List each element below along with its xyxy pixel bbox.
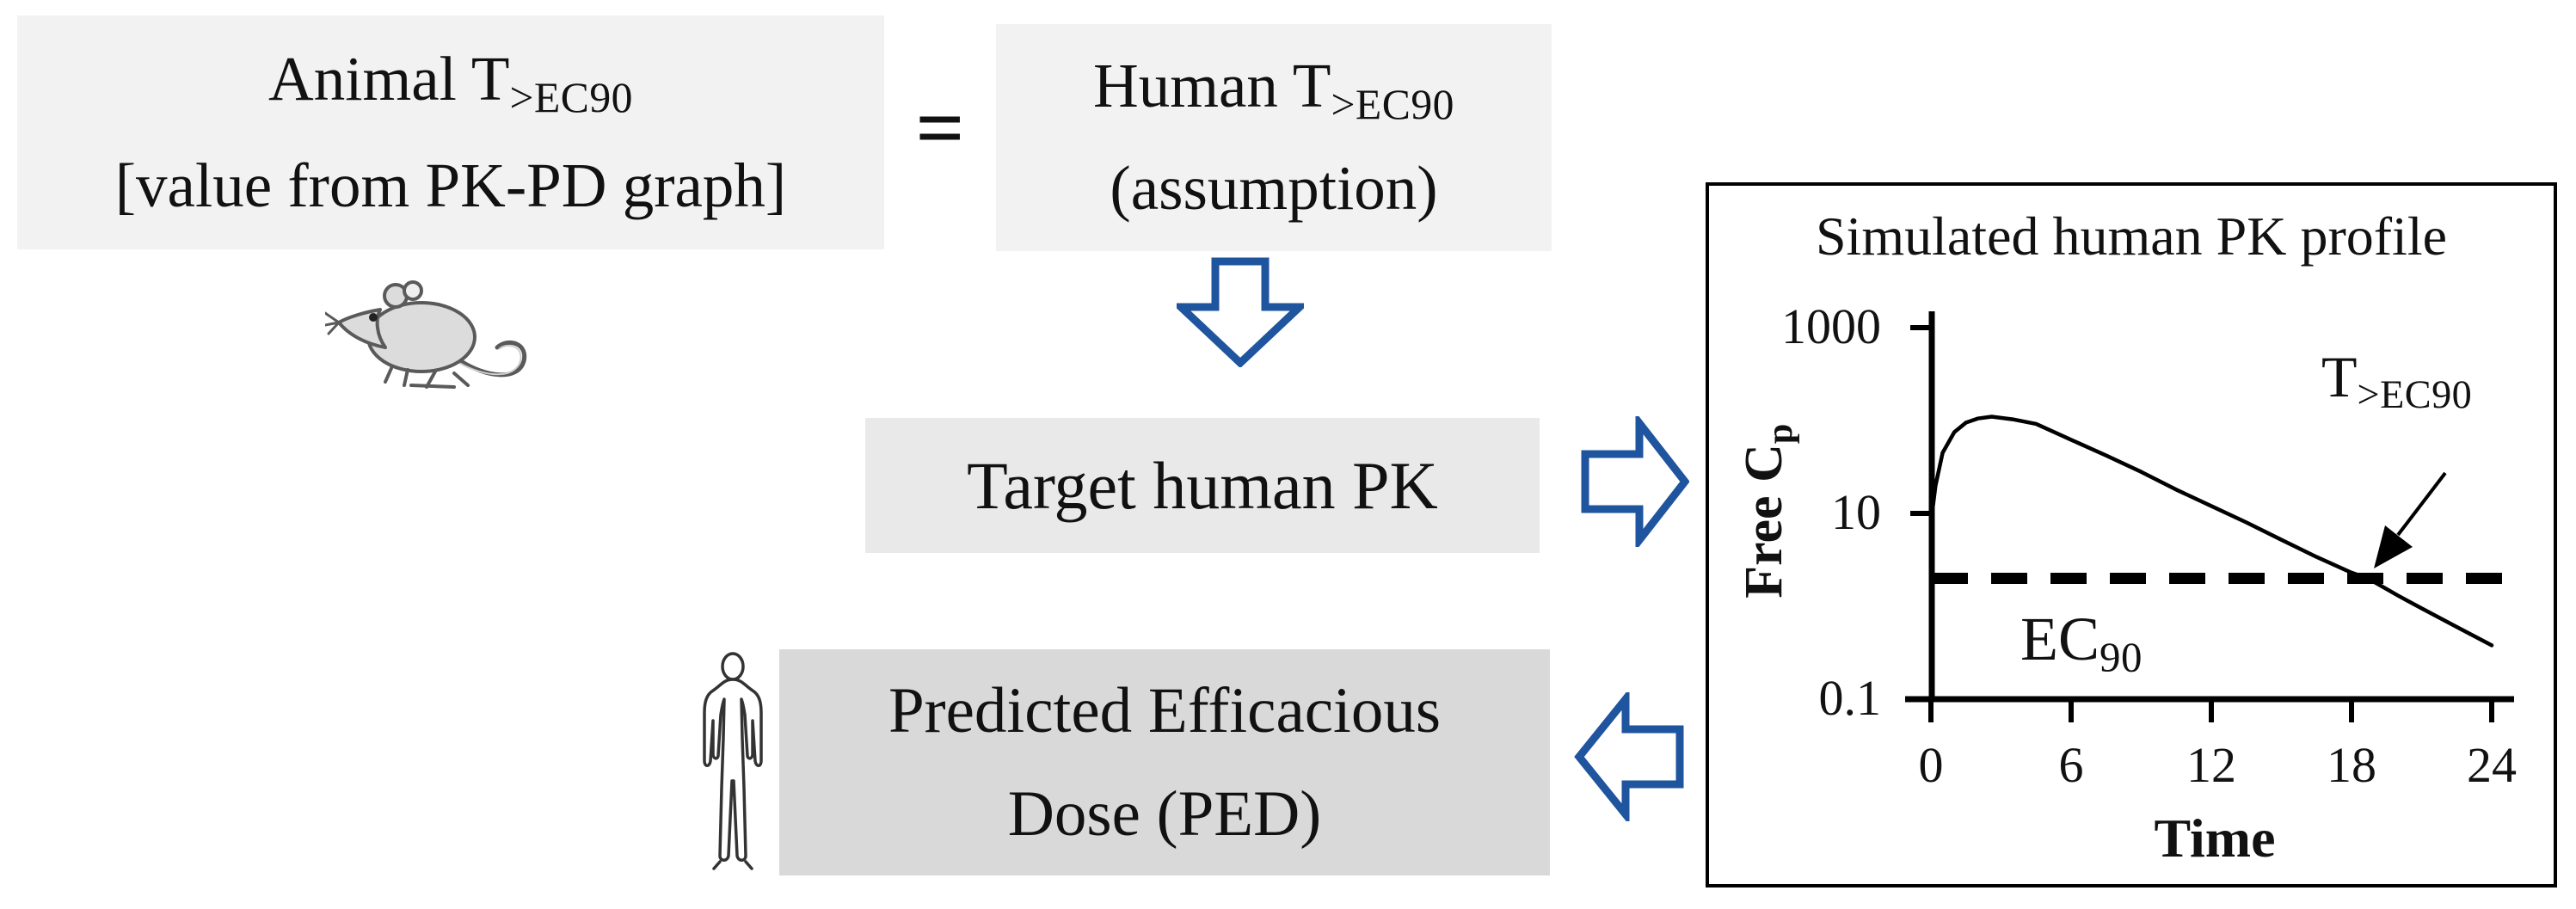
mouse-icon: [325, 280, 527, 389]
human-tec90-box: Human T>EC90 (assumption): [996, 24, 1552, 251]
right-arrow-icon: [1581, 416, 1689, 547]
pk-curve: [1928, 415, 2494, 648]
left-arrow-icon: [1574, 692, 1684, 821]
y-tick-label-1000: 1000: [1781, 298, 1881, 354]
y-tick-label-10: 10: [1831, 484, 1881, 540]
chart-title: Simulated human PK profile: [1815, 206, 2448, 267]
target-human-pk-text: Target human PK: [967, 447, 1438, 523]
predicted-efficacious-dose-box: Predicted Efficacious Dose (PED): [779, 649, 1550, 875]
equals-sign: =: [915, 79, 965, 175]
simulated-pk-chart-panel: Simulated human PK profile Free Cp 1000: [1706, 182, 2557, 888]
x-axis-label: Time: [2154, 808, 2276, 869]
x-tick-label-0: 0: [1918, 737, 1944, 793]
animal-tec90-text: Animal T>EC90: [267, 43, 633, 121]
annotation-arrowhead: [2374, 525, 2413, 568]
target-human-pk-box: Target human PK: [865, 418, 1540, 553]
human-tec90-subscript: >EC90: [1331, 80, 1454, 128]
down-arrow-icon: [1177, 257, 1304, 367]
pk-chart-plot: [1905, 311, 2524, 722]
animal-tec90-subscript: >EC90: [509, 73, 633, 121]
ec90-label: EC90: [2020, 605, 2143, 681]
animal-tec90-box: Animal T>EC90 [value from PK-PD graph]: [17, 15, 884, 249]
y-tick-label-0.1: 0.1: [1818, 670, 1882, 726]
x-tick-label-18: 18: [2327, 737, 2376, 793]
human-tec90-text: Human T>EC90: [1093, 50, 1454, 128]
x-tick-label-6: 6: [2058, 737, 2084, 793]
annotation-arrow-line: [2396, 471, 2447, 537]
animal-box-note: [value from PK-PD graph]: [114, 150, 787, 220]
t-above-ec90-annotation: T>EC90: [2321, 344, 2473, 417]
ped-line2: Dose (PED): [1007, 777, 1322, 850]
human-figure-icon: [703, 652, 763, 870]
x-tick-label-12: 12: [2186, 737, 2236, 793]
human-box-note: (assumption): [1110, 153, 1438, 224]
ped-line1: Predicted Efficacious: [888, 674, 1442, 746]
x-tick-label-24: 24: [2467, 737, 2517, 793]
